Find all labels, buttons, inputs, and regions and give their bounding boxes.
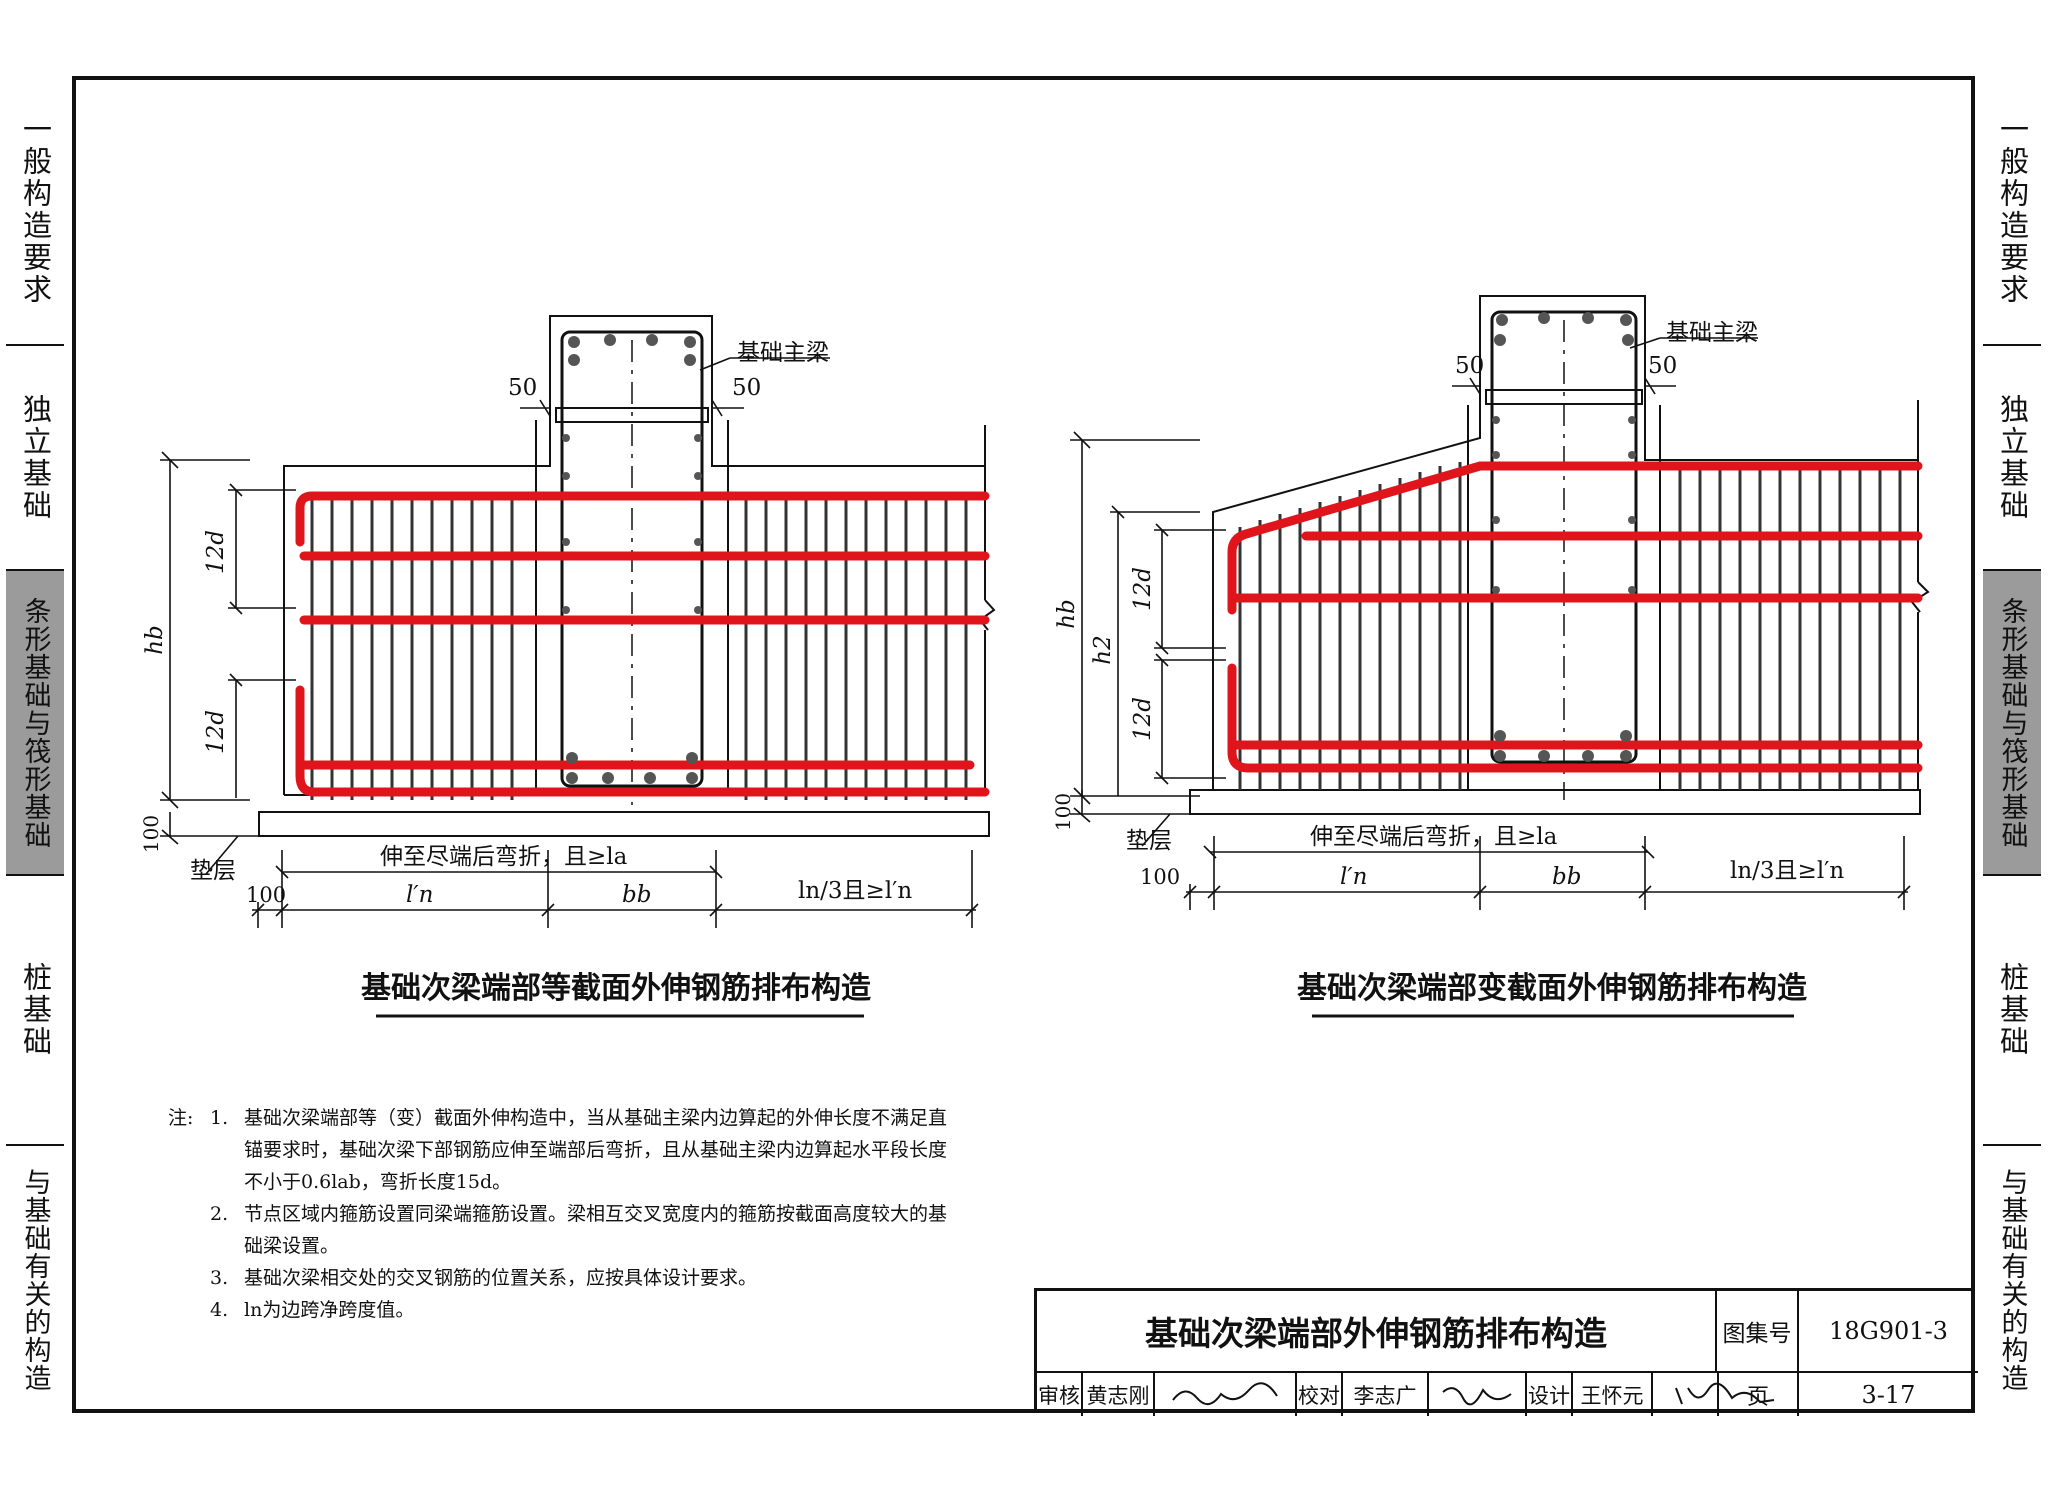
figure-left [258,315,996,837]
dim-ln3: ln/3且≥l′n [798,878,912,904]
side-tab-strip-raft[interactable]: 条形基础与筏形基础 [6,569,64,874]
dim-h2: h2 [1090,635,1116,664]
top-rebar [1227,461,1923,615]
dim-12d-bottom: 12d [1130,697,1156,741]
cushion-label: 垫层 [1126,828,1172,854]
dims-left [160,357,979,928]
atlas-number: 18G901-3 [1799,1291,1978,1373]
atlas-label: 图集号 [1717,1291,1799,1373]
bottom-rebar [295,685,990,797]
dim-100-vertical: 100 [1051,793,1075,831]
note-item: 1. 基础次梁端部等（变）截面外伸构造中，当从基础主梁内边算起的外伸长度不满足直… [210,1107,948,1193]
dim-ln-prime: l′n [1340,864,1367,890]
main-beam-tie [555,407,709,423]
main-beam-label: 基础主梁 [1666,320,1758,346]
stirrup-set [310,492,968,800]
dim-bb: bb [1552,864,1581,890]
main-beam-bars-right [1492,312,1636,762]
side-tab-isolated[interactable]: 独立基础 [6,344,64,569]
side-tab-related[interactable]: 与基础有关的构造 [6,1144,64,1413]
break-line [978,425,996,795]
check-label: 校对 [1297,1373,1343,1416]
figure-right-rebars [1227,461,1923,773]
dim-12d-top: 12d [1130,567,1156,611]
dim-100: 100 [246,883,286,907]
dim-hb: hb [142,625,168,655]
side-tab-related[interactable]: 与基础有关的构造 [1983,1144,2041,1413]
dim-50-right: 50 [732,375,761,401]
note-item: 3. 基础次梁相交处的交叉钢筋的位置关系，应按具体设计要求。 [210,1267,758,1289]
beam-outline [1212,295,1918,790]
main-beam-label: 基础主梁 [737,340,829,366]
cushion-layer [258,811,990,837]
reviewer-signature [1155,1373,1297,1416]
title-block: 基础次梁端部外伸钢筋排布构造 图集号 18G901-3 审核 黄志刚 校对 李志… [1034,1288,1978,1416]
note-item: 4. ln为边跨净跨度值。 [210,1299,415,1321]
notes-prefix: 注: [168,1107,194,1129]
design-label: 设计 [1527,1373,1573,1416]
dims-right [1070,337,1911,910]
bottom-rebar [1227,663,1923,773]
checker: 李志广 [1343,1373,1429,1416]
side-tab-general[interactable]: 一般构造要求 [1995,114,2030,306]
top-rebar [295,491,990,547]
dim-100-vertical: 100 [139,815,163,853]
designer: 王怀元 [1573,1373,1653,1416]
dim-50-right: 50 [1648,353,1677,379]
note-item: 2. 节点区域内箍筋设置同梁端箍筋设置。梁相互交叉宽度内的箍筋按截面高度较大的基… [210,1203,948,1257]
dim-12d-top: 12d [203,530,229,574]
side-tab-isolated[interactable]: 独立基础 [1983,344,2041,569]
anchor-note: 伸至尽端后弯折，且≥la [380,844,628,870]
dim-100: 100 [1140,865,1180,889]
figure-left-title: 基础次梁端部等截面外伸钢筋排布构造 [361,971,871,1006]
figure-right-title: 基础次梁端部变截面外伸钢筋排布构造 [1297,971,1807,1006]
drawing-title: 基础次梁端部外伸钢筋排布构造 [1037,1291,1717,1373]
figure-right [1189,295,1930,815]
reviewer: 黄志刚 [1083,1373,1155,1416]
checker-signature [1429,1373,1527,1416]
dim-ln3: ln/3且≥l′n [1730,858,1844,884]
labels-right: 基础主梁 50 50 12d 12d hb h2 100 垫层 伸至尽端后弯折，… [1051,320,1844,890]
dim-hb: hb [1054,599,1080,629]
anchor-note: 伸至尽端后弯折，且≥la [1310,824,1558,850]
main-beam-bars-left [562,334,702,784]
side-tab-pile[interactable]: 桩基础 [1983,874,2041,1144]
cushion-label: 垫层 [190,858,236,884]
dim-12d-bottom: 12d [203,710,229,754]
page-label: 页 [1717,1373,1799,1416]
side-tab-strip-raft[interactable]: 条形基础与筏形基础 [1983,569,2041,874]
cushion-layer [1189,789,1921,815]
side-tab-general[interactable]: 一般构造要求 [18,114,53,306]
dim-50-left: 50 [1455,353,1484,379]
dim-ln-prime: l′n [406,882,433,908]
labels-left: 基础主梁 50 50 12d 12d hb 100 垫层 伸至尽端后弯折，且≥l… [139,340,912,908]
dim-bb: bb [622,882,651,908]
notes: 注: 1. 基础次梁端部等（变）截面外伸构造中，当从基础主梁内边算起的外伸长度不… [168,1102,988,1326]
page-number: 3-17 [1861,1380,1916,1409]
beam-outline [283,315,985,795]
side-tab-pile[interactable]: 桩基础 [6,874,64,1144]
figure-left-rebars [295,491,990,797]
dim-50-left: 50 [508,375,537,401]
drawing-frame [72,76,1975,1413]
review-label: 审核 [1037,1373,1083,1416]
